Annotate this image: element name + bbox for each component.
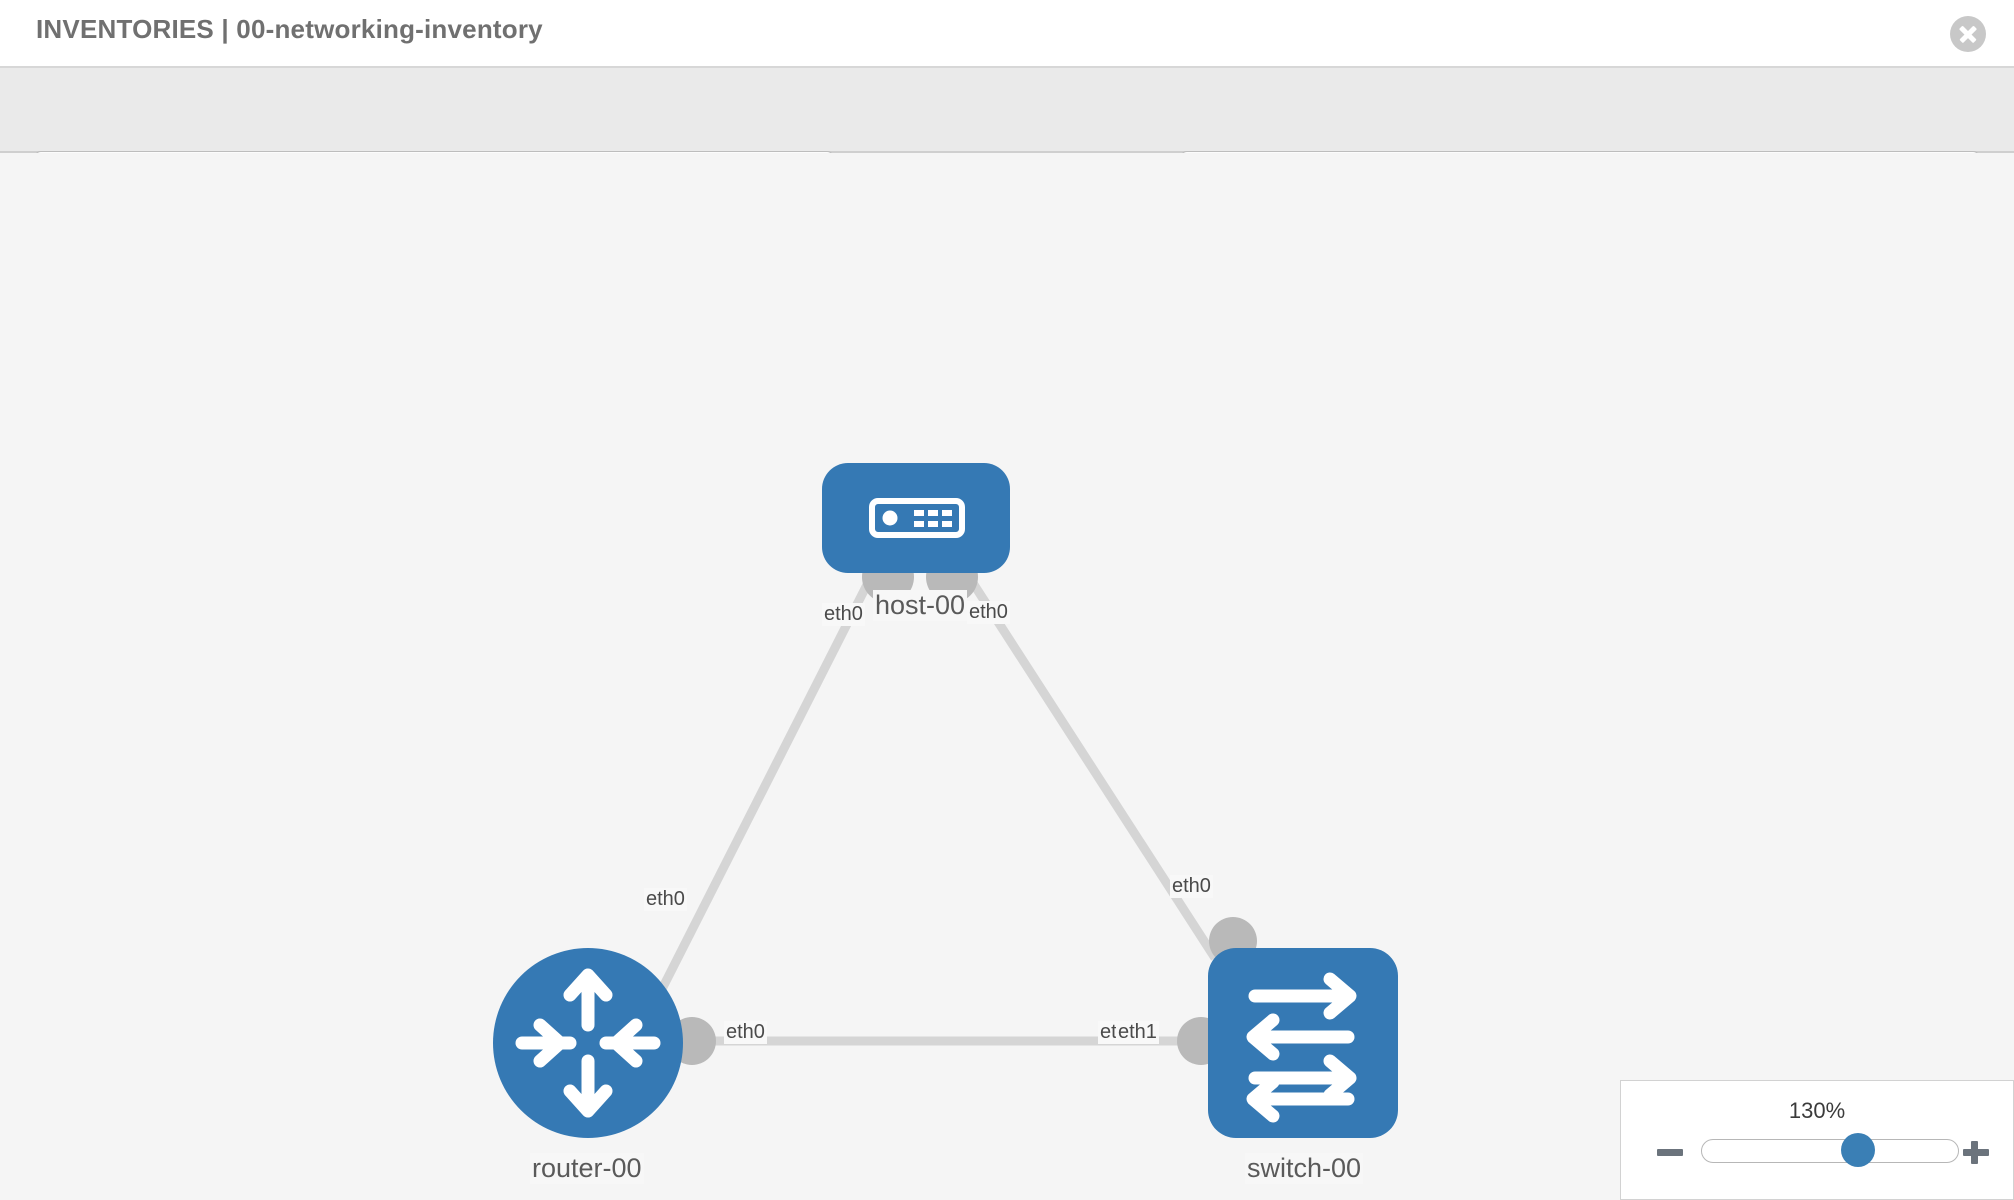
iface-label: eth0 (822, 603, 865, 626)
server-icon-led (882, 510, 898, 526)
iface-label: eth0 (724, 1021, 767, 1044)
page-title: INVENTORIES | 00-networking-inventory (36, 14, 543, 44)
iface-label: eth1 (1116, 1021, 1159, 1044)
zoom-control-panel: 130% (1620, 1080, 2014, 1200)
server-icon-body (869, 498, 965, 538)
node-host-00[interactable] (822, 463, 1010, 573)
minus-icon (1657, 1149, 1683, 1156)
link-host-router[interactable] (655, 560, 883, 996)
page-header: INVENTORIES | 00-networking-inventory (0, 0, 2014, 68)
iface-label: eth0 (644, 888, 687, 911)
node-router-00[interactable] (493, 948, 683, 1138)
zoom-out-button[interactable] (1655, 1137, 1685, 1167)
topology-graph (493, 463, 1398, 1138)
zoom-in-button[interactable] (1961, 1137, 1991, 1167)
toolbar: ACTIONS SEARCH (0, 68, 2014, 204)
link-layer (655, 560, 1219, 1046)
node-switch-00[interactable] (1208, 948, 1398, 1138)
zoom-slider-thumb[interactable] (1840, 1133, 1875, 1167)
node-label-switch-00: switch-00 (1245, 1153, 1364, 1184)
router-arrows-icon (515, 968, 661, 1118)
iface-label: eth0 (967, 601, 1010, 624)
zoom-level-value: 130% (1788, 1098, 1846, 1123)
node-label-host-00: host-00 (873, 590, 968, 621)
iface-label: eth0 (1170, 875, 1213, 898)
zoom-slider[interactable] (1701, 1133, 1959, 1167)
close-icon[interactable] (1950, 16, 1986, 52)
node-label-router-00: router-00 (530, 1153, 644, 1184)
plus-icon-vertical (1970, 1141, 1978, 1164)
server-icon-vents (914, 510, 952, 527)
topology-canvas[interactable]: eth0 eth0 eth0 eth0 eth0 eth0 eth1 host-… (0, 153, 2014, 1200)
switch-arrows-icon (1246, 972, 1357, 1123)
